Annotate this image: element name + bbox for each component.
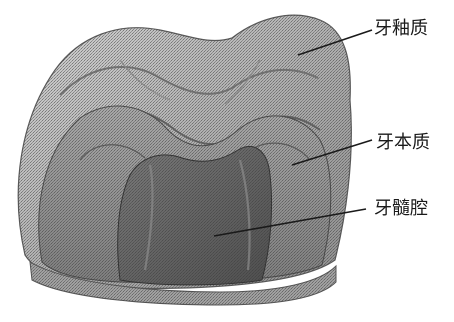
label-enamel: 牙釉质 [374,18,428,39]
label-dentin: 牙本质 [376,132,430,153]
label-pulp-cavity: 牙髓腔 [374,198,428,219]
pulp-cavity [118,146,272,284]
